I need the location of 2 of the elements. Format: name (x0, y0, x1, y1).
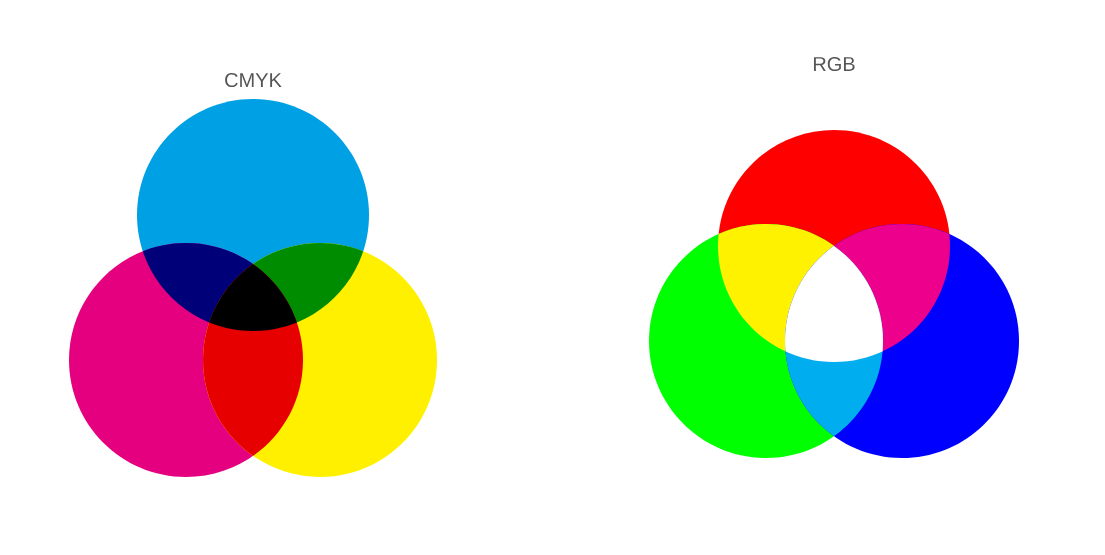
panel-title: RGB (814, 56, 855, 72)
panel-title: CMYK (225, 72, 282, 88)
